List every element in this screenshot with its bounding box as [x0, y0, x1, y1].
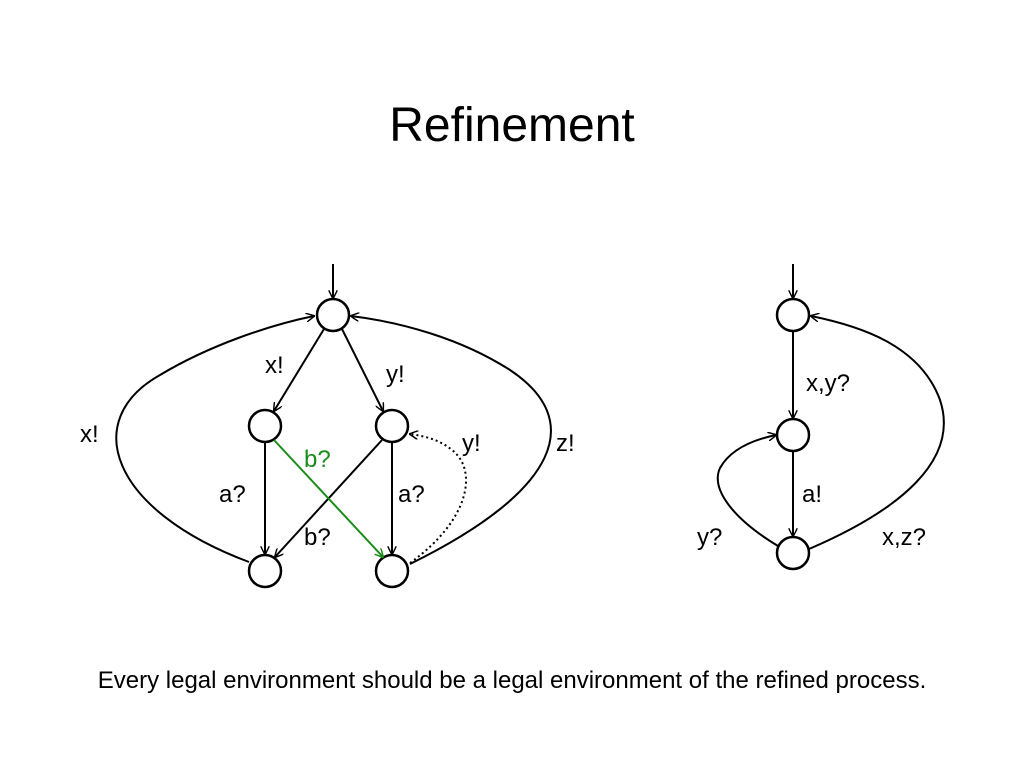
left-automaton: x! y! x! a? b? b? a? y! z! — [80, 264, 575, 589]
left-edge-cross-green — [273, 439, 383, 557]
right-label-bottom-to-middle: y? — [697, 524, 722, 551]
right-label-bottom-to-top: x,z? — [882, 524, 926, 551]
left-label-cross-green: b? — [304, 446, 331, 473]
right-state-initial — [775, 297, 811, 333]
left-label-outer-left-loop: x! — [80, 421, 99, 448]
left-label-right-down: a? — [398, 481, 425, 508]
right-automaton: x,y? a! y? x,z? — [697, 264, 945, 571]
left-state-bottom-left — [247, 553, 283, 589]
left-edge-top-to-right — [341, 328, 383, 411]
right-edge-bottom-to-top — [808, 316, 945, 550]
slide-caption: Every legal environment should be a lega… — [97, 667, 927, 694]
left-edge-outer-right-loop — [351, 316, 552, 565]
left-edge-dotted-back — [410, 434, 467, 564]
left-edge-top-to-left — [274, 328, 325, 411]
right-state-bottom — [775, 535, 811, 571]
slide-title: Refinement — [389, 99, 635, 152]
left-state-bottom-right — [374, 553, 410, 589]
left-label-top-to-left: x! — [265, 352, 284, 379]
right-state-middle — [775, 417, 811, 453]
right-label-middle-down: a! — [802, 481, 822, 508]
left-state-mid-left — [247, 408, 283, 444]
left-label-top-to-right: y! — [386, 361, 405, 388]
right-label-top-down: x,y? — [806, 370, 850, 397]
left-label-left-down: a? — [219, 481, 246, 508]
left-label-outer-right-loop: z! — [556, 430, 575, 457]
left-state-mid-right — [374, 408, 410, 444]
left-label-dotted-back: y! — [462, 430, 481, 457]
left-label-cross-black: b? — [304, 524, 331, 551]
right-edge-bottom-to-middle — [716, 435, 779, 547]
left-edge-outer-left-loop — [115, 316, 314, 563]
left-state-initial — [315, 297, 351, 333]
